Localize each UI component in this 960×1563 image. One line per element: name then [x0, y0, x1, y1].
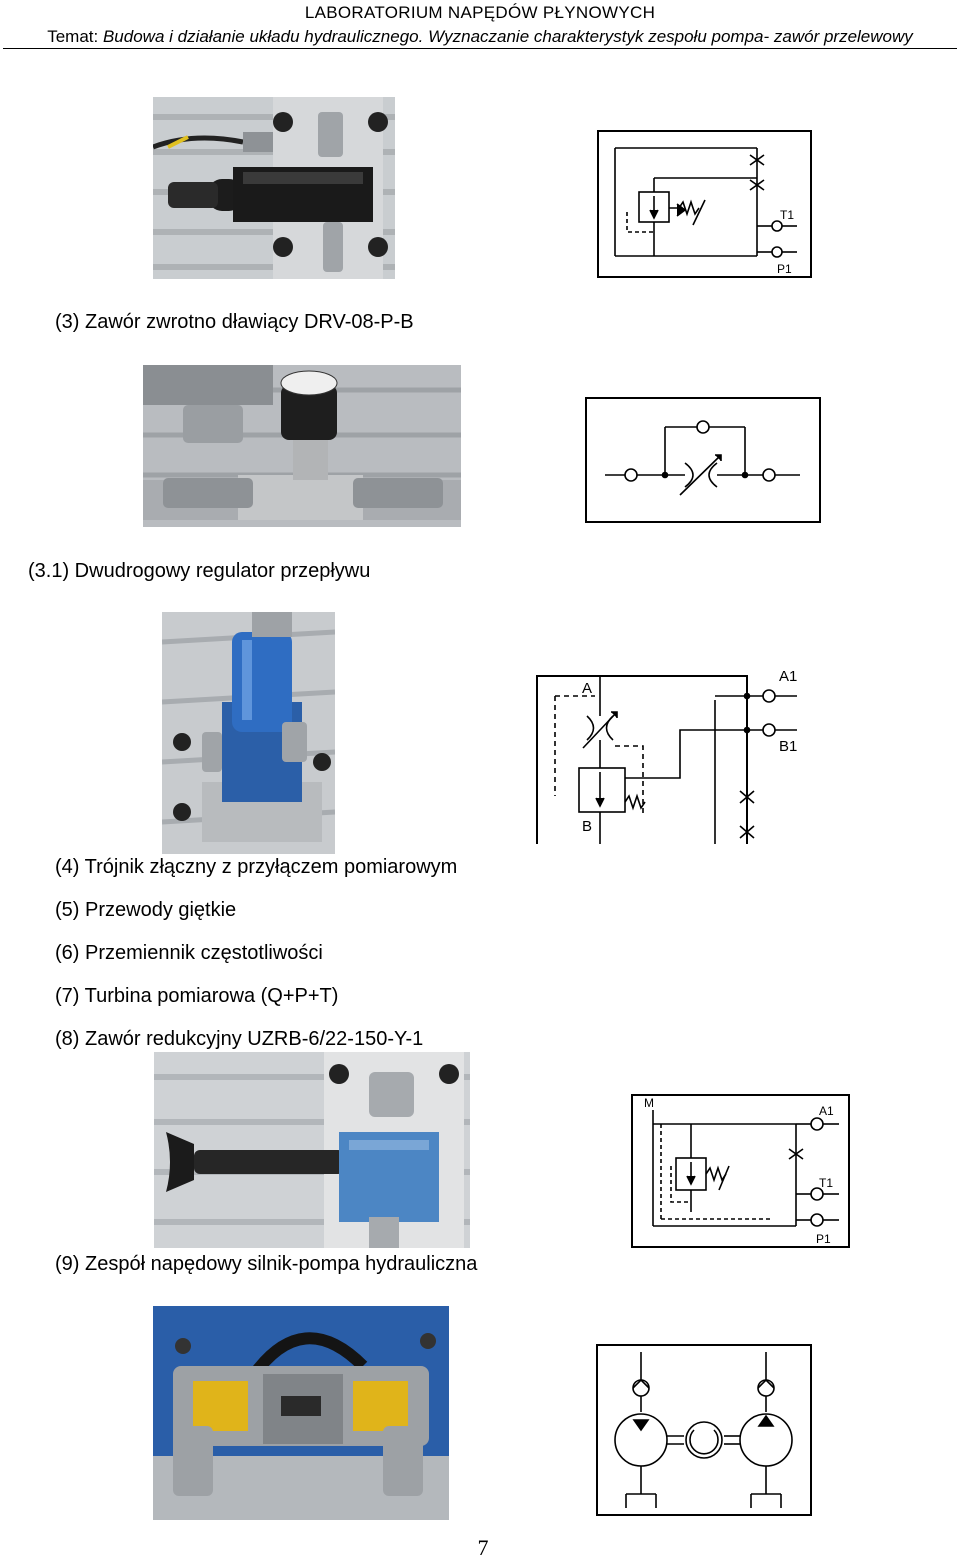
label-a1: A1 — [779, 668, 798, 685]
caption-item5: (5) Przewody giętkie — [55, 899, 237, 921]
caption-item8: (8) Zawór redukcyjny UZRB-6/22-150-Y-1 — [55, 1028, 424, 1050]
label-p1: P1 — [777, 262, 792, 276]
symbol-throttle-check-valve — [585, 397, 821, 523]
label-a1-relief: A1 — [819, 1104, 834, 1118]
label-t1-relief: T1 — [819, 1176, 834, 1190]
photo-throttle-valve — [143, 365, 461, 527]
caption-item6: (6) Przemiennik częstotliwości — [55, 942, 323, 964]
caption-item4: (4) Trójnik złączny z przyłączem pomiaro… — [55, 856, 458, 878]
symbol-motor-pump — [596, 1344, 812, 1516]
caption-item3-1: (3.1) Dwudrogowy regulator przepływu — [28, 560, 371, 582]
caption-item7: (7) Turbina pomiarowa (Q+P+T) — [55, 985, 339, 1007]
symbol-relief-valve: T1 P1 — [597, 130, 812, 278]
symbol-pressure-relief-valve: M A1 T1 P1 — [631, 1094, 850, 1248]
caption-item9: (9) Zespół napędowy silnik-pompa hydraul… — [55, 1253, 478, 1275]
label-m: M — [644, 1096, 654, 1110]
topic-line: Temat: Budowa i działanie układu hydraul… — [0, 27, 960, 47]
photo-valve-block — [153, 97, 395, 279]
header-divider — [3, 48, 957, 49]
photo-flow-regulator — [162, 612, 335, 854]
label-b1: B1 — [779, 738, 798, 755]
lab-title: LABORATORIUM NAPĘDÓW PŁYNOWYCH — [304, 3, 656, 22]
caption-item3: (3) Zawór zwrotno dławiący DRV-08-P-B — [55, 311, 414, 333]
page-number: 7 — [477, 1535, 489, 1560]
topic-text: Budowa i działanie układu hydraulicznego… — [102, 27, 913, 46]
label-a: A — [582, 680, 593, 697]
topic-prefix: Temat: — [47, 27, 103, 46]
label-p1-relief: P1 — [816, 1232, 831, 1246]
photo-relief-valve — [154, 1052, 470, 1248]
label-b: B — [582, 818, 593, 835]
photo-motor-pump-unit — [153, 1306, 449, 1520]
symbol-flow-regulator: A B A1 B1 — [535, 666, 805, 846]
label-t1: T1 — [780, 208, 795, 222]
